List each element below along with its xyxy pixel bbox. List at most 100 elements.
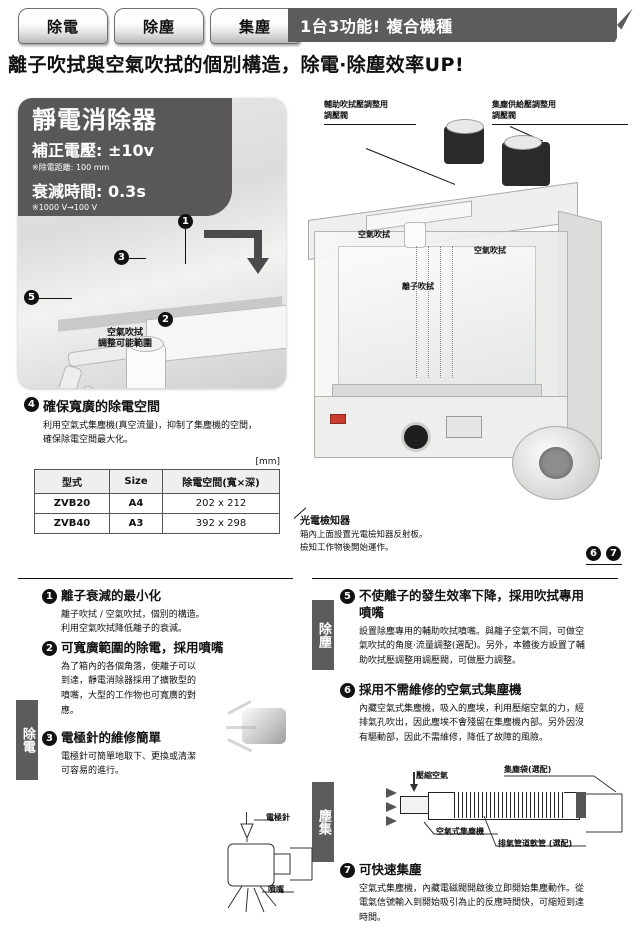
tab-static-removal[interactable]: 除電 (18, 8, 108, 44)
feature-6-number: 6 (340, 683, 355, 698)
side-tab-dust-collect-char: 塵集 (315, 809, 331, 835)
diffuser-nozzle-image (214, 690, 300, 762)
tab-label: 除電 (46, 17, 79, 36)
side-tab-static-removal: 除電 (16, 700, 38, 780)
power-switch[interactable] (330, 414, 346, 424)
photo-sensor-callout: 光電檢知器 箱內上面設置光電檢知器反射板。 檢知工作物後開始運作。 (300, 512, 428, 555)
feature-6-title-row: 6 採用不需維修的空氣式集塵機 (340, 682, 628, 699)
intake-arrow-1 (386, 788, 397, 798)
marker-1-leader (185, 228, 186, 264)
collector-outlet (576, 792, 586, 818)
dust-diagram-svg (410, 772, 623, 847)
nozzle-ray-2 (226, 726, 256, 729)
ribbon-notch (615, 8, 633, 42)
intake-arrow-3 (386, 816, 397, 826)
feature-7-desc: 空氣式集塵機，內藏電磁閥開啟後立即開始集塵動作。從 電氣信號輸入到開始吸引為止的… (359, 883, 585, 924)
label-electrode-needle: 電極針 (266, 813, 290, 822)
table-unit: [mm] (255, 457, 280, 467)
feature-7-title-row: 7 可快速集塵 (340, 862, 628, 879)
spray-line-1 (416, 246, 417, 378)
ionizer-photo-card: 靜電消除器 補正電壓: ±10v ※除電距離: 100 mm 衰減時間: 0.3… (18, 98, 286, 388)
tab-dust-removal[interactable]: 除塵 (114, 8, 204, 44)
side-tab-dust-removal: 除塵 (312, 600, 334, 670)
table-row: ZVB40 A3 392 x 298 (34, 513, 280, 534)
feature-4-desc-line2: 確保除電空間最大化。 (43, 434, 134, 445)
header-model: 型式 (34, 469, 110, 494)
feature-3-number: 3 (42, 731, 57, 746)
machine-illustration: 輔助吹拭壓調整用 調壓閥 集塵供給壓調整用 調壓閥 空氣吹拭 空氣吹拭 離子吹拭 (296, 96, 628, 500)
table-header-row: 型式 Size 除電空間(寬×深) (34, 469, 280, 494)
intake-arrow-2 (386, 802, 397, 812)
side-tab-dust-collect: 塵集 (312, 782, 334, 862)
label-aux-regulator-line1: 輔助吹拭壓調整用 (324, 100, 388, 109)
label-aux-regulator: 輔助吹拭壓調整用 調壓閥 (324, 100, 388, 122)
label-exhaust-hose: 排氣管道軟管 (選配) (498, 839, 573, 848)
feature-2: 2 可寬廣範圍的除電，採用噴嘴 為了箱內的各個角落，使離子可以 到達，靜電消除器… (42, 640, 294, 718)
feature-3-desc: 電極針可簡單地取下、更換或清潔 可容易的進行。 (61, 751, 197, 777)
page-headline: 離子吹拭與空氣吹拭的個別構造，除電‧除塵效率UP! (8, 54, 465, 76)
label-air-blow-right: 空氣吹拭 (474, 246, 506, 255)
aux-leader-line (365, 148, 456, 185)
pointer-arrow-bar (204, 230, 262, 238)
internal-diffuser (404, 222, 426, 248)
feature-1: 1 離子衰減的最小化 離子吹拭 / 空氣吹拭，個別的構造。 利用空氣吹拭降低離子… (42, 588, 294, 637)
marker-5-leader (38, 298, 72, 299)
callout-air-blow-range: 調整可能範圍 (97, 339, 152, 350)
header-space: 除電空間(寬×深) (162, 469, 280, 494)
feature-7: 7 可快速集塵 空氣式集塵機，內藏電磁閥開啟後立即開始集塵動作。從 電氣信號輸入… (340, 862, 628, 926)
marker-3: 3 (114, 250, 129, 265)
feature-5-number: 5 (340, 589, 355, 604)
label-air-blow-left: 空氣吹拭 (358, 230, 390, 239)
spray-line-2 (428, 246, 429, 378)
right-column-divider (312, 578, 618, 579)
feature-4-block: 4 確保寬廣的除電空間 利用空氣式集塵機(真空流量)，抑制了集塵機的空間， 確保… (24, 396, 286, 534)
spec-voltage-note: ※除電距離: 100 mm (32, 163, 110, 173)
label-supply-underline (492, 124, 628, 125)
cell-size: A4 (109, 493, 163, 514)
marker-7-top: 7 (606, 546, 621, 561)
ribbon-label: 1台3功能! 複合機種 (300, 17, 453, 36)
spec-title: 靜電消除器 (32, 106, 157, 134)
label-aux-underline (324, 124, 416, 125)
electrode-diagram: 電極針 噴嘴 (208, 808, 318, 913)
feature-5-title: 不使離子的發生效率下降，採用吹拭專用 噴嘴 (359, 588, 585, 620)
pointer-arrow-stem (254, 230, 262, 262)
spec-decay-note: ※1000 V→100 V (32, 203, 98, 213)
photo-knob-top (128, 336, 164, 352)
header-ribbon: 1台3功能! 複合機種 (288, 8, 633, 42)
tab-dust-collection[interactable]: 集塵 (210, 8, 300, 44)
spec-panel: 靜電消除器 補正電壓: ±10v ※除電距離: 100 mm 衰減時間: 0.3… (18, 98, 232, 216)
cell-model: ZVB20 (34, 493, 110, 514)
supply-pressure-regulator (502, 135, 550, 186)
feature-4-title: 確保寬廣的除電空間 (43, 400, 161, 415)
feature-4-desc-line1: 利用空氣式集塵機(真空流量)，抑制了集塵機的空間， (43, 421, 258, 431)
cell-model: ZVB40 (34, 513, 110, 534)
static-space-table: 型式 Size 除電空間(寬×深) ZVB20 A4 202 x 212 ZVB… (34, 469, 280, 534)
electrode-diagram-svg (227, 819, 313, 913)
marker-2: 2 (158, 312, 173, 327)
control-dial[interactable] (401, 422, 431, 452)
feature-4-title-row: 4 確保寬廣的除電空間 (24, 396, 286, 415)
tab-label: 集塵 (238, 17, 271, 36)
feature-3: 3 電極針的維修簡單 電極針可簡單地取下、更換或清潔 可容易的進行。 (42, 730, 294, 779)
feature-7-title: 可快速集塵 (359, 862, 422, 877)
label-supply-regulator-line2: 調壓閥 (492, 110, 516, 120)
feature-1-number: 1 (42, 589, 57, 604)
feature-6-title: 採用不需維修的空氣式集塵機 (359, 682, 522, 697)
label-electrode-nozzle: 噴嘴 (268, 885, 284, 894)
tab-label: 除塵 (142, 17, 175, 36)
feature-3-title-row: 3 電極針的維修簡單 (42, 730, 294, 747)
machine-window (338, 246, 536, 398)
label-air-collector: 空氣式集塵機 (436, 827, 484, 836)
feature-2-title-row: 2 可寬廣範圍的除電，採用噴嘴 (42, 640, 294, 657)
marker-6-top: 6 (586, 546, 601, 561)
cell-space: 202 x 212 (162, 493, 280, 514)
feature-6-desc: 內藏空氣式集塵機，吸入的塵埃，利用壓縮空氣的力，經 排氣孔吹出，因此塵埃不會殘留… (359, 703, 585, 744)
front-nameplate (446, 416, 482, 438)
feature-2-number: 2 (42, 641, 57, 656)
marker-1: 1 (178, 214, 193, 229)
collector-closeup (512, 426, 600, 500)
feature-5-title-row: 5 不使離子的發生效率下降，採用吹拭專用 噴嘴 (340, 588, 628, 622)
feature-3-title: 電極針的維修簡單 (61, 730, 162, 745)
